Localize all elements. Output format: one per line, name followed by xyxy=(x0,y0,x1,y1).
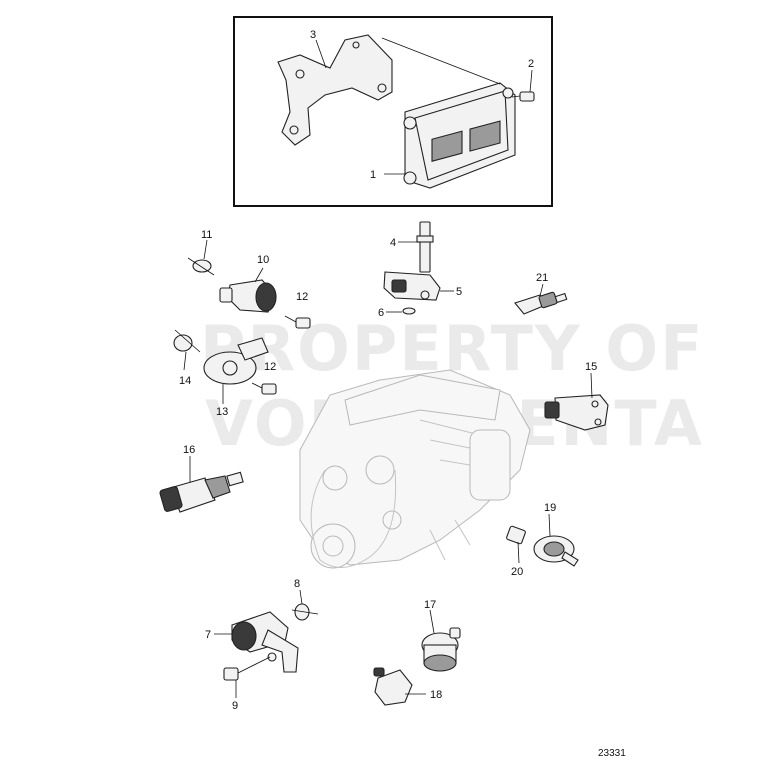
callout-21: 21 xyxy=(536,272,548,284)
callout-labels: 1 2 3 4 5 6 7 8 9 10 11 12 12 13 14 15 1… xyxy=(179,29,597,712)
sensor-16 xyxy=(159,471,244,513)
callout-6: 6 xyxy=(378,307,384,319)
callout-13: 13 xyxy=(216,406,228,418)
drawing-number: 23331 xyxy=(598,748,626,759)
callout-2: 2 xyxy=(528,58,534,70)
callout-3: 3 xyxy=(310,29,316,41)
engine-outline xyxy=(299,369,531,569)
ecu-screw xyxy=(511,91,535,102)
o-ring-6 xyxy=(402,307,416,315)
adapter-20 xyxy=(506,525,526,545)
fitting-18 xyxy=(373,667,413,706)
callout-9: 9 xyxy=(232,700,238,712)
callout-4: 4 xyxy=(390,237,396,249)
ecu-control-unit xyxy=(403,82,516,189)
callout-12-upper: 12 xyxy=(296,291,308,303)
callout-10: 10 xyxy=(257,254,269,266)
screw-9 xyxy=(223,656,271,681)
sensor-10 xyxy=(219,279,277,313)
screw-12-upper xyxy=(284,315,311,329)
callout-8: 8 xyxy=(294,578,300,590)
ecu-group-frame xyxy=(233,16,553,207)
callout-18: 18 xyxy=(430,689,442,701)
callout-11: 11 xyxy=(201,229,212,241)
ecu-bracket xyxy=(277,34,393,146)
o-ring-14 xyxy=(173,334,193,352)
callout-1: 1 xyxy=(370,169,376,181)
sensor-13 xyxy=(203,337,269,385)
stud-4 xyxy=(416,221,434,273)
sensor-7 xyxy=(231,611,299,673)
callout-16: 16 xyxy=(183,444,195,456)
sensor-15 xyxy=(544,394,609,431)
callout-14: 14 xyxy=(179,375,191,387)
leader-lines xyxy=(174,37,593,698)
sensor-19 xyxy=(533,535,579,567)
sensor-5 xyxy=(383,271,441,301)
callout-17: 17 xyxy=(424,599,436,611)
callout-19: 19 xyxy=(544,502,556,514)
callout-5: 5 xyxy=(456,286,462,298)
callout-12-lower: 12 xyxy=(264,361,276,373)
callout-7: 7 xyxy=(205,629,211,641)
screw-12-lower xyxy=(251,382,277,395)
callout-20: 20 xyxy=(511,566,523,578)
callout-15: 15 xyxy=(585,361,597,373)
sensor-21 xyxy=(514,291,568,315)
o-ring-11 xyxy=(192,259,212,273)
sensor-17 xyxy=(421,627,461,672)
